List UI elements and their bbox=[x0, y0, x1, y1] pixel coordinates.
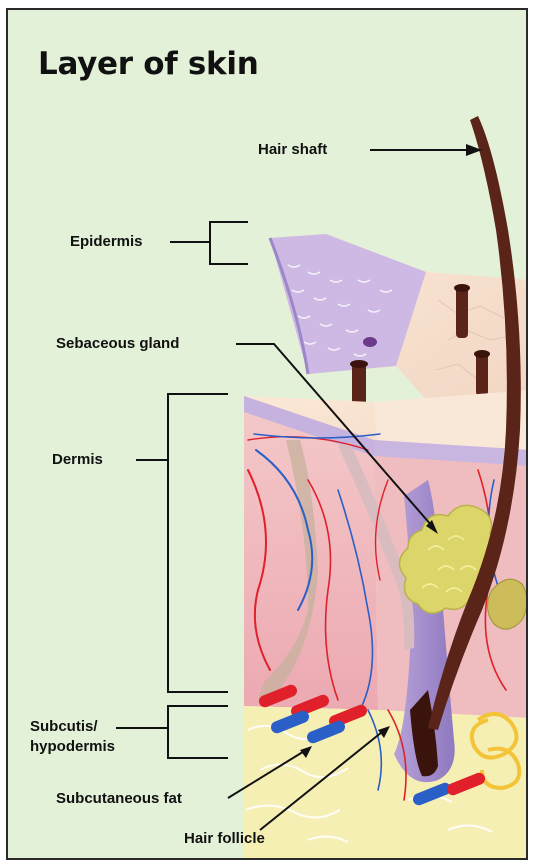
label-dermis: Dermis bbox=[52, 451, 103, 469]
label-hair-shaft: Hair shaft bbox=[258, 141, 327, 159]
label-subcutis-line1: Subcutis/ bbox=[30, 718, 98, 736]
diagram-frame: Layer of skin Hair shaft Epidermis Sebac… bbox=[6, 8, 528, 860]
label-hair-follicle: Hair follicle bbox=[184, 830, 265, 848]
page-title: Layer of skin bbox=[38, 46, 258, 82]
label-sebaceous-gland: Sebaceous gland bbox=[56, 335, 179, 353]
label-epidermis: Epidermis bbox=[70, 233, 143, 251]
upper-skin-block bbox=[270, 234, 528, 402]
label-subcutaneous-fat: Subcutaneous fat bbox=[56, 790, 182, 808]
label-subcutis-line2: hypodermis bbox=[30, 738, 115, 756]
